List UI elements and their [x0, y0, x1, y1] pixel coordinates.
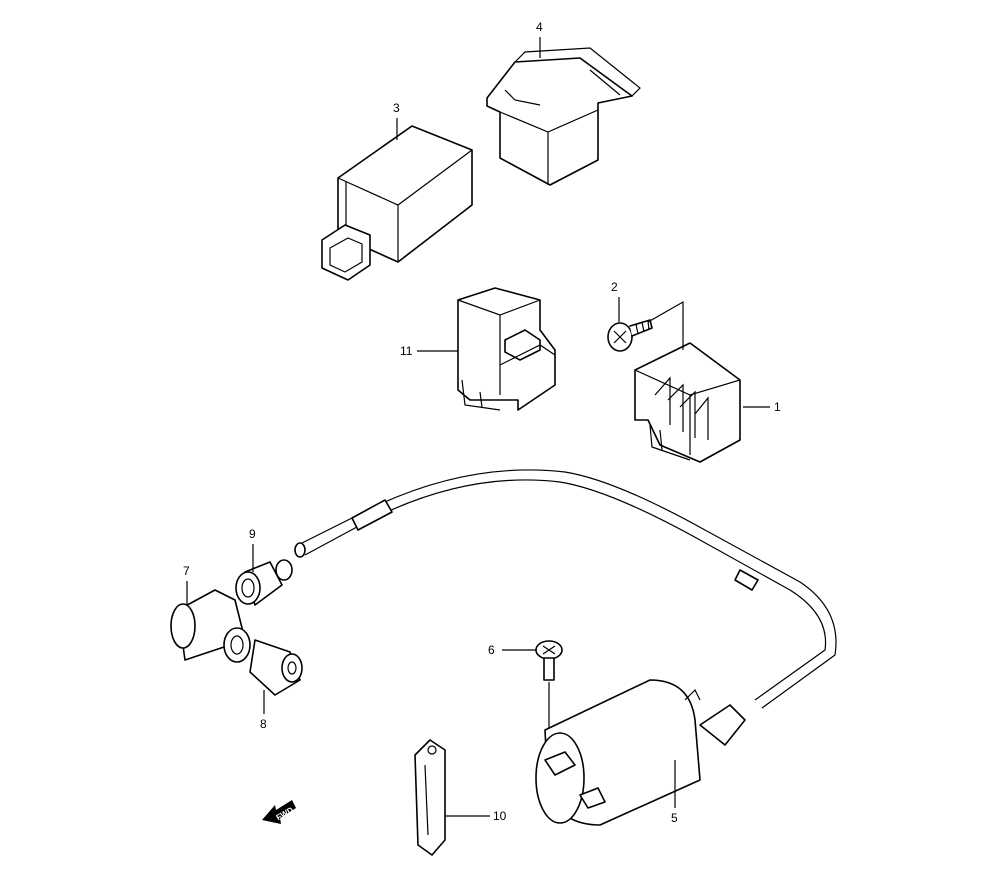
part-8-cap-cover[interactable]: [249, 639, 303, 696]
callout-6: 6: [488, 643, 495, 657]
callout-7: 7: [183, 564, 190, 578]
part-7-plug-cap[interactable]: [170, 589, 251, 663]
part-9-seal[interactable]: [235, 559, 293, 606]
part-2-screw[interactable]: [607, 319, 653, 352]
part-4-cover[interactable]: [486, 47, 641, 186]
callout-9: 9: [249, 527, 256, 541]
part-11-relay[interactable]: [457, 287, 556, 411]
part-10-clamp[interactable]: [414, 739, 446, 856]
high-tension-cable: [294, 469, 837, 709]
callout-2: 2: [611, 280, 618, 294]
forward-direction-arrow-icon: FWD: [262, 800, 296, 824]
part-1-regulator[interactable]: [634, 300, 741, 463]
callout-11: 11: [400, 344, 413, 358]
callout-5: 5: [671, 811, 678, 825]
part-5-ignition-coil[interactable]: [535, 679, 746, 826]
callout-10: 10: [493, 809, 507, 823]
part-3-cdi-unit[interactable]: [321, 125, 473, 281]
leader-lines: [186, 37, 770, 817]
callout-3: 3: [393, 101, 400, 115]
callout-8: 8: [260, 717, 267, 731]
callout-4: 4: [536, 20, 543, 34]
callout-1: 1: [774, 400, 781, 414]
